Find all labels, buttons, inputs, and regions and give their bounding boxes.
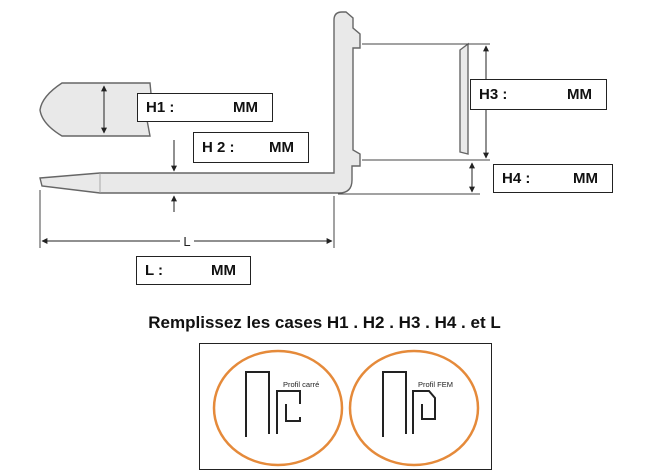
instruction-text: Remplissez les cases H1 . H2 . H3 . H4 .… — [148, 313, 501, 332]
square-profile-shape — [245, 371, 301, 437]
h4-label: H4 : — [502, 170, 531, 187]
h2-label: H 2 : — [202, 139, 235, 156]
h1-field[interactable]: H1 : MM — [137, 93, 273, 122]
fem-profile-label: Profil FEM — [418, 380, 453, 389]
h3-field[interactable]: H3 : MM — [470, 79, 607, 110]
l-field[interactable]: L : MM — [136, 256, 251, 285]
profiles-panel: Profil carré Profil FEM — [199, 343, 492, 470]
l-unit: MM — [211, 262, 236, 279]
h2-field[interactable]: H 2 : MM — [193, 132, 309, 163]
h4-field[interactable]: H4 : MM — [493, 164, 613, 193]
fem-profile-circle — [348, 349, 480, 467]
fem-profile-shape — [382, 371, 436, 437]
carriage-plate — [459, 42, 469, 155]
l-label: L : — [145, 262, 164, 279]
fork-body — [39, 11, 361, 194]
h1-unit: MM — [233, 99, 258, 116]
h2-unit: MM — [269, 139, 294, 156]
h4-unit: MM — [573, 170, 598, 187]
h1-label: H1 : — [146, 99, 175, 116]
square-profile-circle — [212, 349, 344, 467]
l-dimension-letter: L — [183, 234, 190, 249]
profiles-illustration: Profil carré Profil FEM — [212, 349, 480, 467]
h3-unit: MM — [567, 86, 592, 103]
h3-label: H3 : — [479, 86, 508, 103]
square-profile-label: Profil carré — [283, 380, 319, 389]
fork-cross-section — [39, 82, 153, 137]
